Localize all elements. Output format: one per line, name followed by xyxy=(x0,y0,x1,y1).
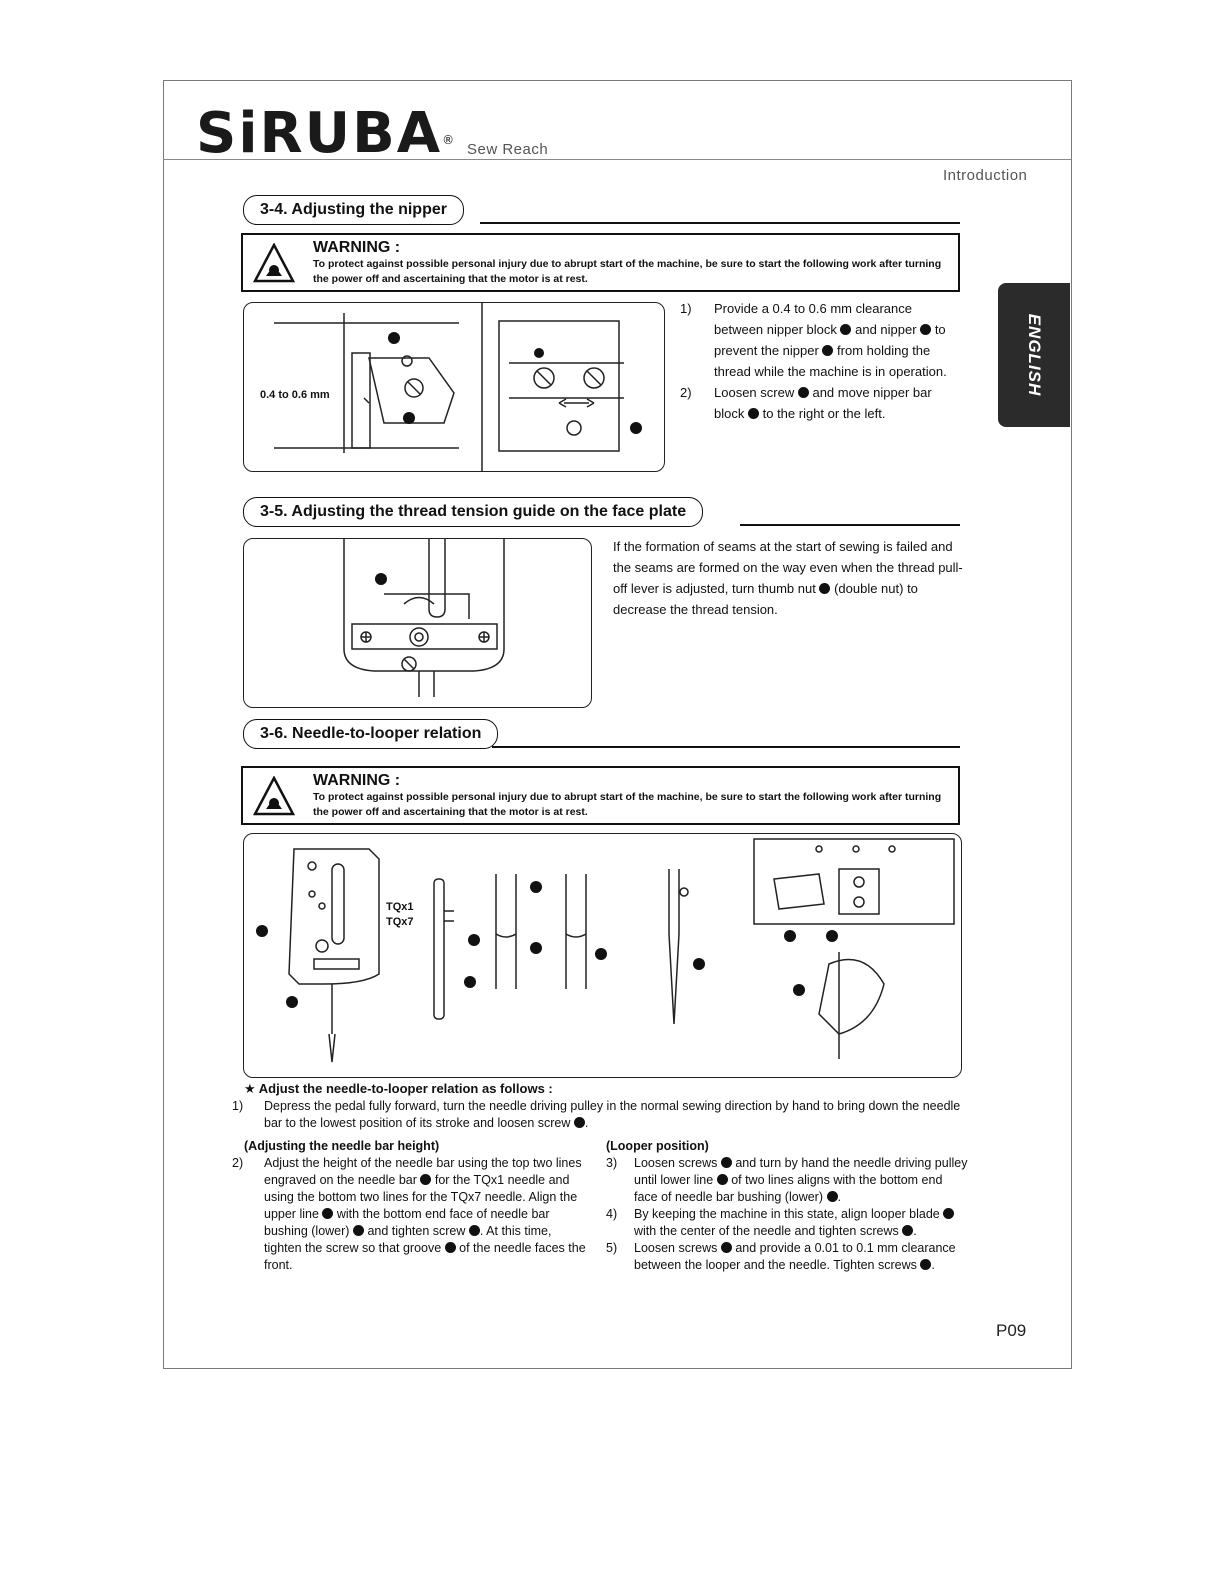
page-number: P09 xyxy=(996,1321,1027,1340)
callout-2-icon xyxy=(420,1174,432,1185)
warning-box-3-6: WARNING : To protect against possible pe… xyxy=(241,766,960,825)
section-rule xyxy=(480,222,960,224)
warning-box-3-4: WARNING : To protect against possible pe… xyxy=(241,233,960,292)
callout-b-icon xyxy=(716,1174,728,1185)
callout-4-icon xyxy=(902,1225,914,1236)
header-divider xyxy=(163,159,1071,160)
callout-6-icon xyxy=(920,1259,932,1270)
procedure-heading: ★ Adjust the needle-to-looper relation a… xyxy=(244,1081,553,1096)
section-title-3-4: 3-4. Adjusting the nipper xyxy=(243,195,464,225)
tension-guide-text: If the formation of seams at the start o… xyxy=(613,539,963,617)
page-frame xyxy=(163,80,1072,1369)
needle-type-label-1: TQx1 xyxy=(386,901,414,913)
procedure-step-2: 2)Adjust the height of the needle bar us… xyxy=(232,1156,586,1272)
nipper-figure: 0.4 to 0.6 mm xyxy=(243,302,665,472)
procedure-step-5: 5)Loosen screws and provide a 0.01 to 0.… xyxy=(606,1241,956,1272)
warning-text: To protect against possible personal inj… xyxy=(313,791,942,818)
tension-guide-instructions: If the formation of seams at the start o… xyxy=(613,536,963,620)
section-label: Introduction xyxy=(943,167,1028,184)
callout-2-icon xyxy=(840,324,852,335)
tension-guide-figure xyxy=(243,538,592,708)
callout-4-icon xyxy=(747,408,759,419)
callout-5-icon xyxy=(943,1208,955,1219)
callout-1-icon xyxy=(573,1117,585,1128)
callout-c-icon xyxy=(444,1242,456,1253)
needle-type-label-2: TQx7 xyxy=(386,916,414,928)
warning-text: To protect against possible personal inj… xyxy=(313,258,942,285)
needle-looper-illustration: TQx1 TQx7 xyxy=(256,838,955,1063)
looper-position-heading: (Looper position) xyxy=(606,1139,709,1153)
callout-4-icon xyxy=(720,1157,732,1168)
tension-guide-illustration xyxy=(343,539,505,697)
nipper-illustration: 0.4 to 0.6 mm xyxy=(260,303,642,471)
callout-3-icon xyxy=(826,1191,838,1202)
brand-tagline: Sew Reach xyxy=(467,141,549,158)
section-rule xyxy=(740,524,960,526)
looper-position-column: (Looper position) 3)Loosen screws and tu… xyxy=(606,1138,968,1274)
callout-6-icon xyxy=(720,1242,732,1253)
callout-1-icon xyxy=(822,345,834,356)
clearance-label: 0.4 to 0.6 mm xyxy=(260,389,330,401)
section-title-3-5: 3-5. Adjusting the thread tension guide … xyxy=(243,497,704,527)
callout-1-icon xyxy=(468,1225,480,1236)
needle-bar-height-heading: (Adjusting the needle bar height) xyxy=(244,1139,440,1153)
callout-1-icon xyxy=(819,583,831,594)
section-title-3-6: 3-6. Needle-to-looper relation xyxy=(243,719,499,749)
procedure-step-3: 3)Loosen screws and turn by hand the nee… xyxy=(606,1156,968,1204)
language-tab[interactable]: ENGLISH xyxy=(998,283,1070,427)
needle-looper-figure: TQx1 TQx7 xyxy=(243,833,962,1078)
section-rule xyxy=(492,746,960,748)
callout-1-icon xyxy=(920,324,932,335)
nipper-step-2: 2)Loosen screw and move nipper bar block… xyxy=(680,385,932,421)
procedure-step-1: 1)Depress the pedal fully forward, turn … xyxy=(232,1099,961,1130)
nipper-step-1: 1)Provide a 0.4 to 0.6 mm clearance betw… xyxy=(680,301,947,379)
warning-triangle-icon xyxy=(253,776,295,816)
warning-title: WARNING : xyxy=(313,772,401,789)
needle-bar-height-column: (Adjusting the needle bar height) 2)Adju… xyxy=(232,1138,590,1274)
warning-triangle-icon xyxy=(253,243,295,283)
callout-3-icon xyxy=(352,1225,364,1236)
callout-3-icon xyxy=(797,387,809,398)
nipper-instructions: 1)Provide a 0.4 to 0.6 mm clearance betw… xyxy=(680,298,960,424)
brand-logo: SiRUBA® xyxy=(196,101,457,166)
callout-a-icon xyxy=(322,1208,334,1219)
procedure-step-4: 4)By keeping the machine in this state, … xyxy=(606,1206,968,1240)
warning-title: WARNING : xyxy=(313,239,401,256)
